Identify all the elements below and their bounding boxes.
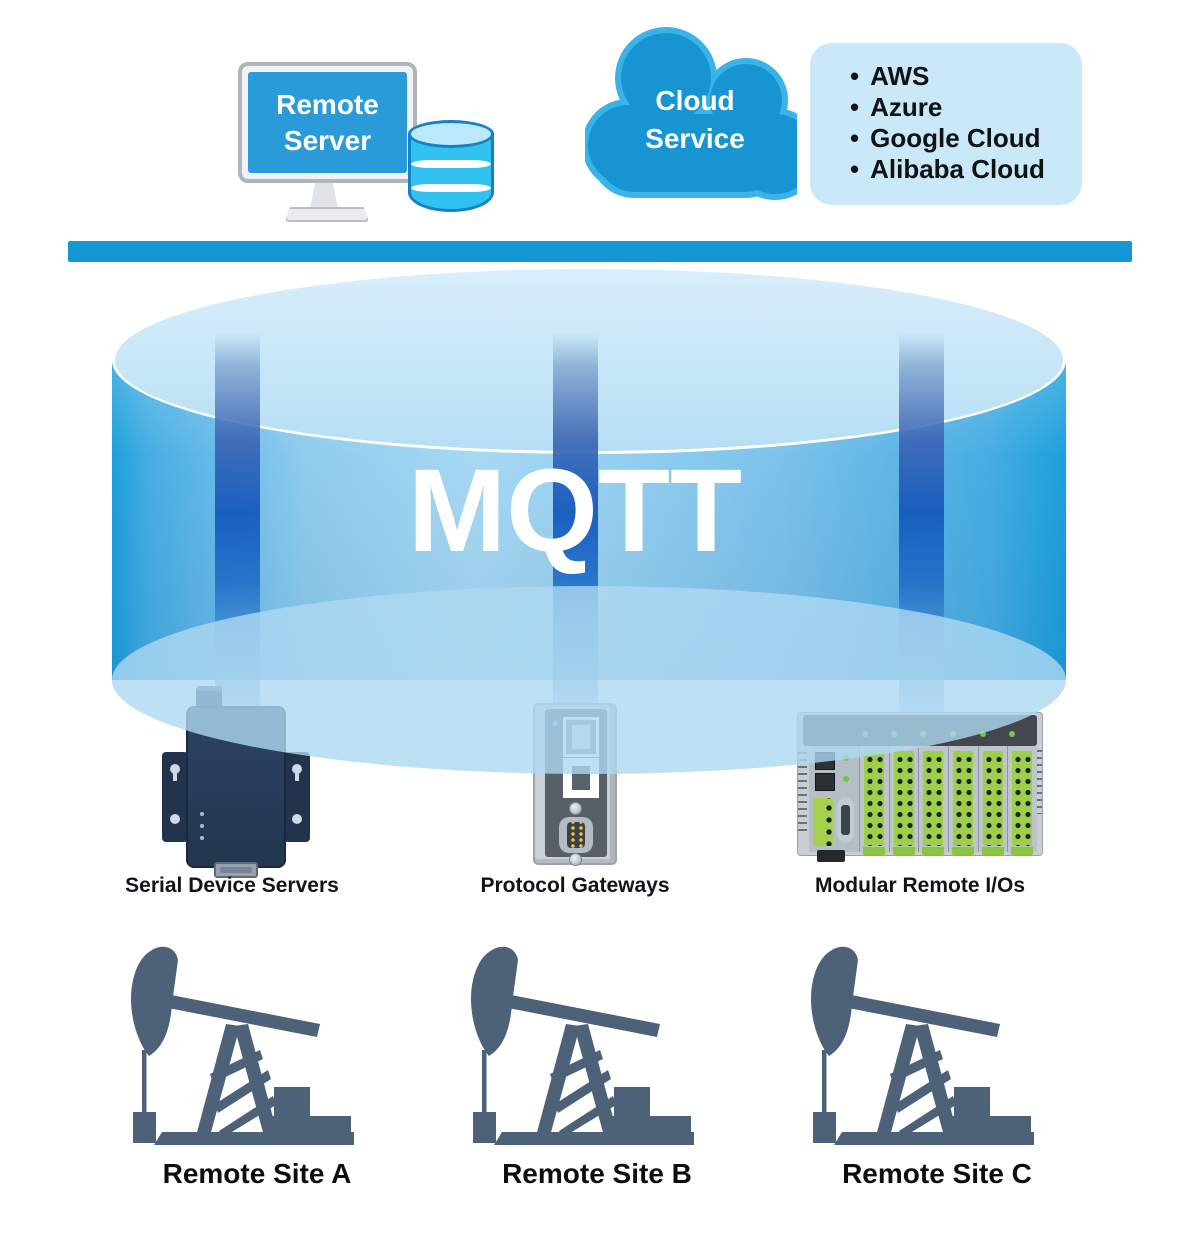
module-led: [980, 731, 986, 737]
status-led: [843, 776, 849, 782]
database-stripe: [411, 160, 491, 168]
serial-port: [559, 817, 593, 853]
io-module: [888, 746, 919, 855]
io-module: [859, 746, 889, 855]
provider-google-cloud: Google Cloud: [850, 123, 1082, 154]
keyhole-slot: [292, 764, 302, 781]
pumpjack-icon-site-c: [802, 938, 1042, 1150]
cpu-module: [809, 746, 859, 862]
mqtt-cylinder-bottom: [112, 586, 1066, 774]
io-module: [1007, 746, 1038, 855]
vent-left: [798, 752, 807, 832]
database-top: [408, 120, 494, 148]
status-led: [200, 836, 204, 840]
screw-bottom: [569, 853, 582, 866]
expansion-slot: [817, 850, 845, 862]
mqtt-title: MQTT: [407, 445, 743, 577]
io-module: [918, 746, 949, 855]
serial-device-servers-label: Serial Device Servers: [125, 874, 339, 897]
io-module-rack: [859, 746, 1038, 855]
terminal-block: [813, 798, 833, 846]
module-led: [1009, 731, 1015, 737]
status-led: [200, 812, 204, 816]
provider-alibaba-cloud: Alibaba Cloud: [850, 154, 1082, 185]
pumpjack-icon-site-b: [462, 938, 702, 1150]
modular-remote-ios-label: Modular Remote I/Os: [814, 874, 1026, 897]
monitor-stand-neck: [310, 183, 338, 209]
serial-port: [214, 862, 258, 878]
mounting-ear-left: [162, 752, 188, 842]
provider-azure: Azure: [850, 92, 1082, 123]
io-module: [948, 746, 978, 855]
io-module: [977, 746, 1008, 855]
screw-top: [569, 802, 582, 815]
cloud-service-label: Cloud Service: [605, 82, 785, 158]
status-led: [200, 824, 204, 828]
monitor-stand-base: [285, 207, 369, 222]
network-backbone-bar: [68, 241, 1132, 262]
mount-hole: [292, 814, 302, 824]
cloud-providers-list: AWS Azure Google Cloud Alibaba Cloud: [810, 43, 1082, 185]
cloud-icon: [585, 27, 797, 200]
mounting-ear-right: [284, 752, 310, 842]
keyhole-slot: [170, 764, 180, 781]
vent-right: [1033, 750, 1042, 814]
cloud-label-line1: Cloud: [655, 85, 735, 116]
ethernet-port: [815, 773, 835, 791]
remote-server-label-line1: Remote: [276, 88, 379, 120]
protocol-gateways-label: Protocol Gateways: [480, 874, 670, 897]
provider-aws: AWS: [850, 61, 1082, 92]
remote-site-b-label: Remote Site B: [502, 1158, 692, 1189]
remote-server-monitor-icon: Remote Server: [238, 62, 417, 183]
remote-site-a-label: Remote Site A: [162, 1158, 352, 1189]
cloud-providers-panel: AWS Azure Google Cloud Alibaba Cloud: [810, 43, 1082, 205]
remote-server-screen: Remote Server: [248, 72, 407, 173]
mount-hole: [170, 814, 180, 824]
remote-server-label-line2: Server: [283, 124, 372, 156]
remote-site-c-label: Remote Site C: [842, 1158, 1032, 1189]
cloud-label-line2: Service: [645, 123, 745, 154]
database-stripe: [411, 184, 491, 192]
pumpjack-icon-site-a: [122, 938, 362, 1150]
serial-port: [837, 798, 854, 842]
database-icon: [408, 120, 494, 212]
